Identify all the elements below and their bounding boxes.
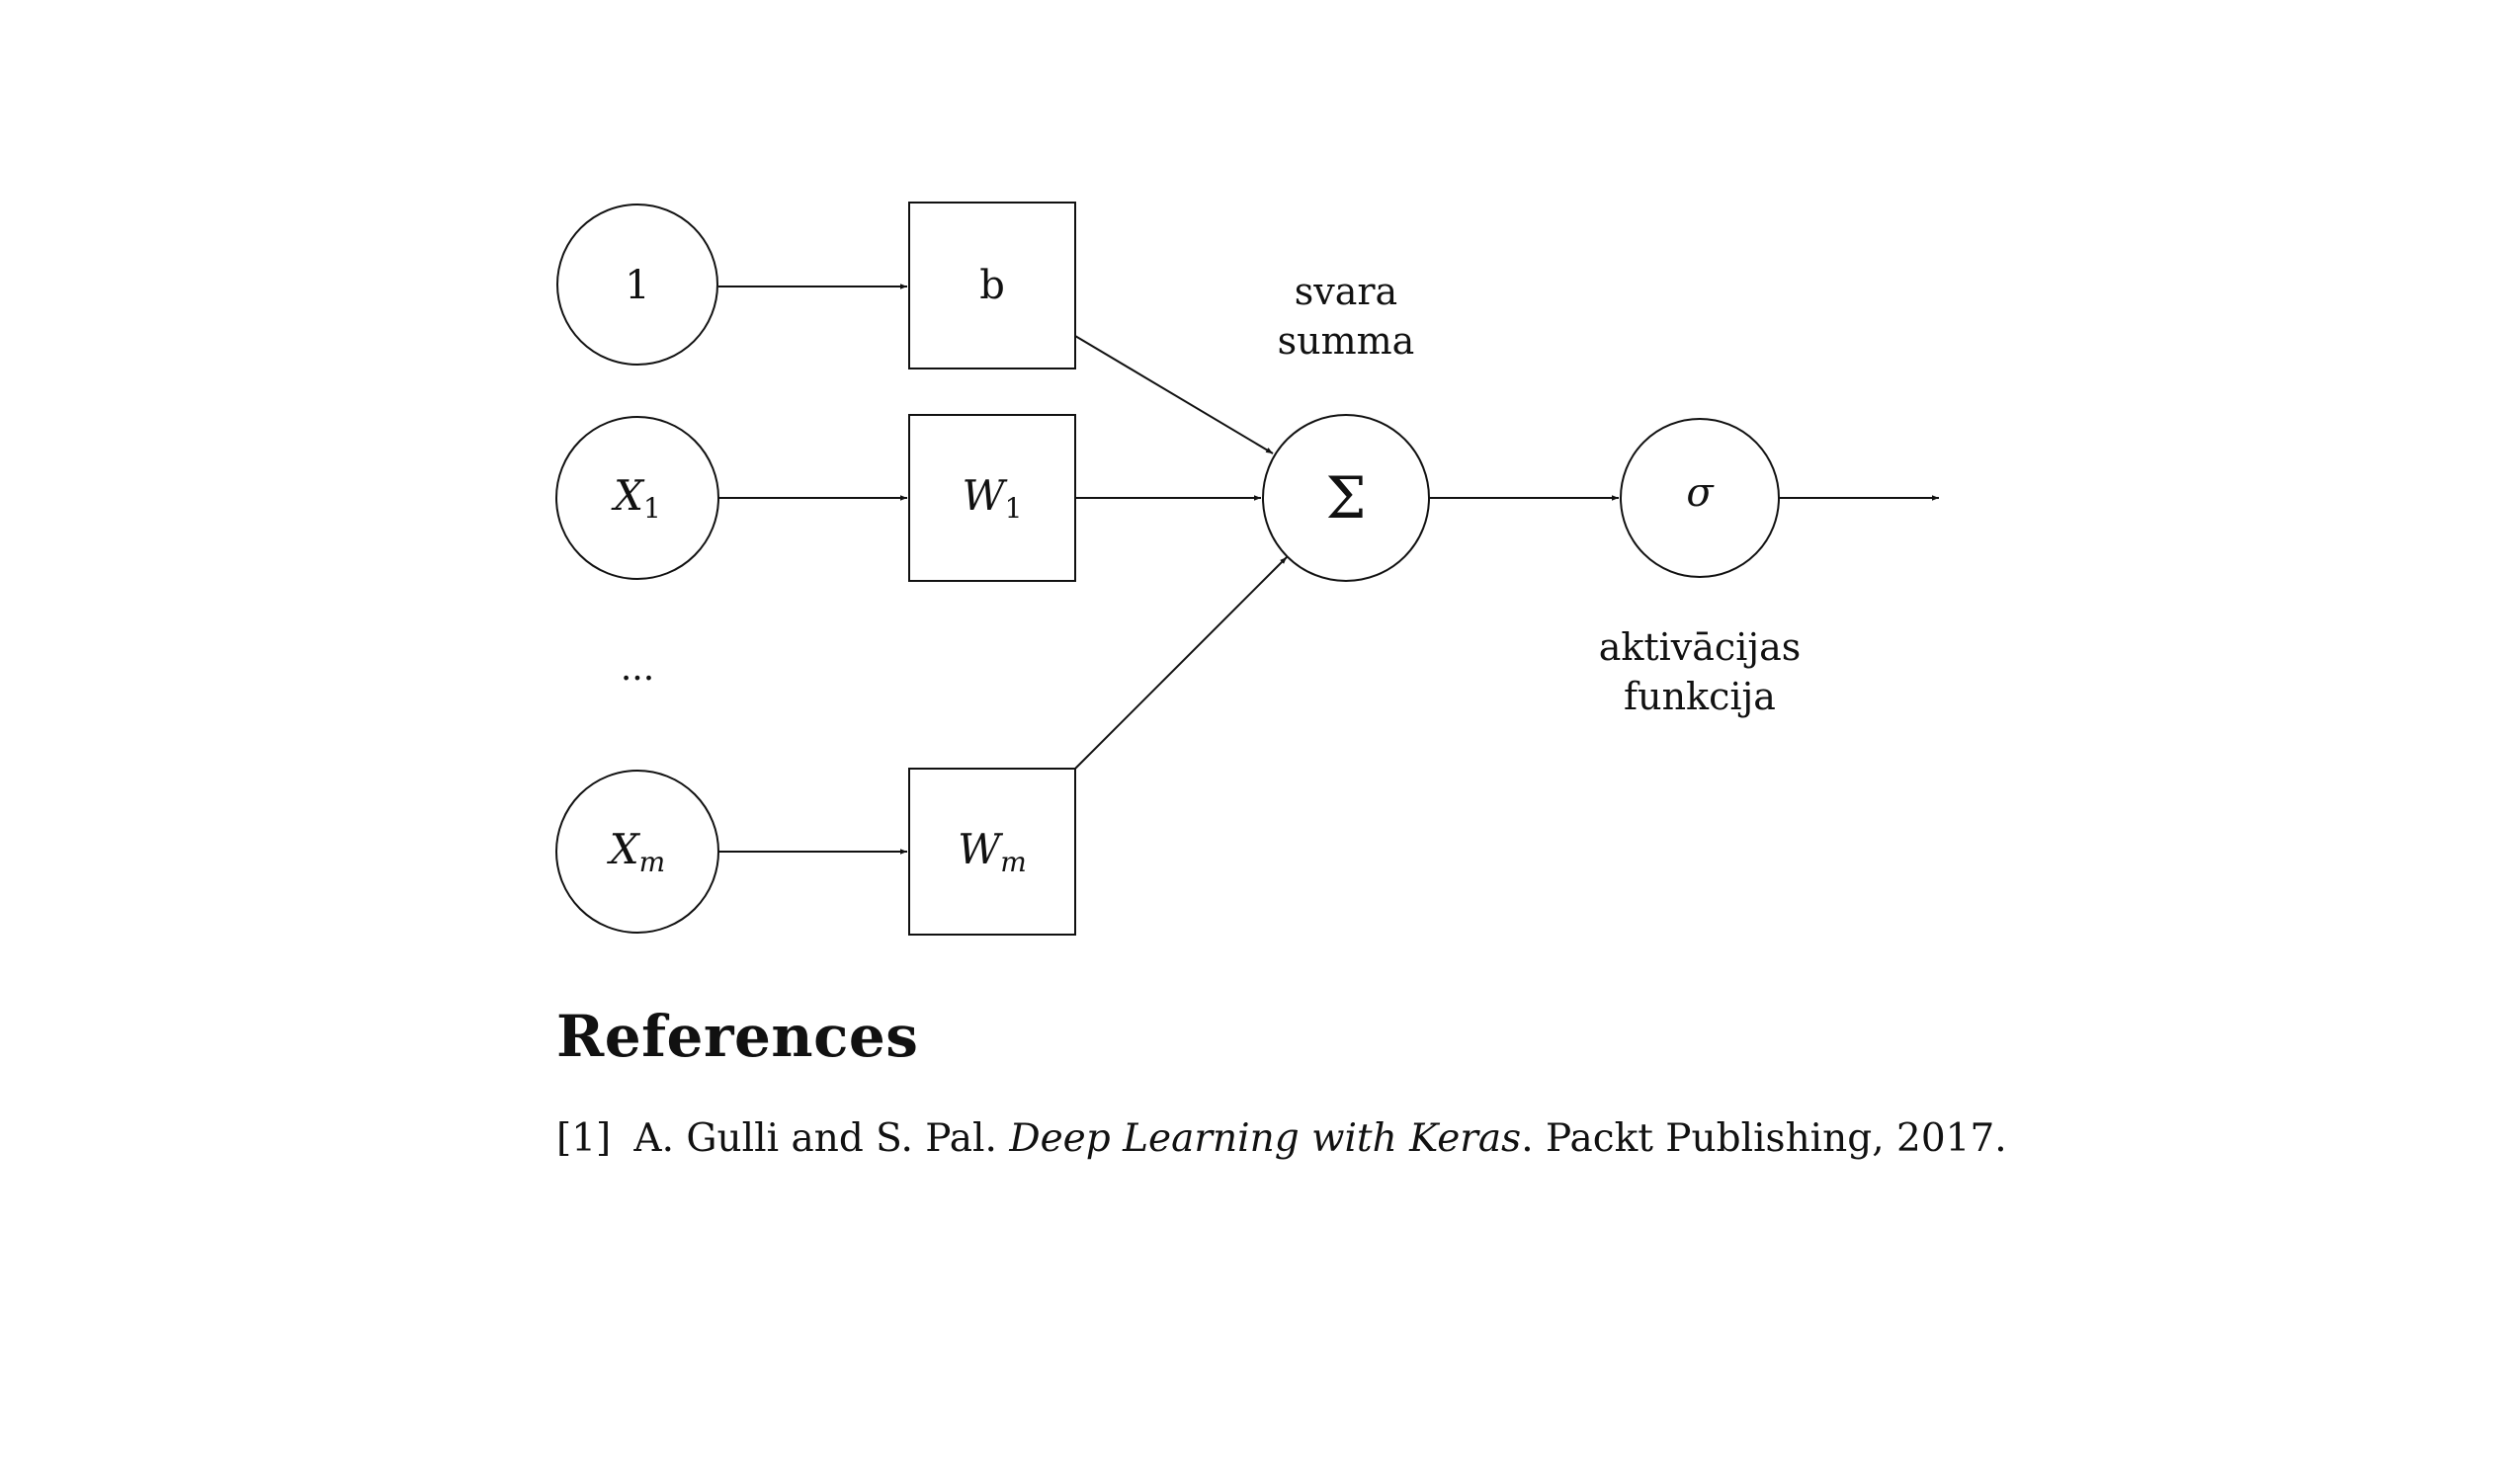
sum-symbol: Σ: [1325, 464, 1366, 532]
activation-function-label-line2: funkcija: [1624, 675, 1776, 718]
ellipsis-label: ...: [621, 648, 654, 689]
arrow-b-to-sum: [1074, 335, 1274, 454]
xm-label: Xm: [607, 825, 665, 878]
reference-publisher: Packt Publishing, 2017.: [1546, 1116, 2007, 1161]
wm-label: Wm: [958, 825, 1027, 878]
x1-label: X1: [611, 471, 661, 525]
wm-weight-box: [908, 768, 1076, 936]
activation-function-label-line1: aktivācijas: [1599, 625, 1802, 669]
reference-title: Deep Learning with Keras: [1009, 1116, 1522, 1161]
neuron-diagram: 1 b X1 W1 ... Xm Wm Σ σ svara summa akti…: [555, 202, 1939, 936]
weighted-sum-label-line2: summa: [1278, 319, 1415, 363]
bias-input-label: 1: [625, 263, 649, 308]
reference-authors: A. Gulli and S. Pal.: [633, 1116, 997, 1161]
w1-label: W1: [963, 471, 1023, 525]
references-heading: References: [556, 1003, 919, 1070]
reference-number: [1]: [556, 1116, 612, 1161]
reference-item: [1] A. Gulli and S. Pal. Deep Learning w…: [556, 1116, 2007, 1161]
references-section: References [1] A. Gulli and S. Pal. Deep…: [556, 1003, 2236, 1161]
arrow-wm-to-sum: [1074, 556, 1288, 770]
bias-input-node: [556, 204, 718, 366]
bias-weight-label: b: [979, 263, 1005, 308]
bias-weight-box: [908, 202, 1076, 369]
sigma-symbol: σ: [1686, 470, 1715, 516]
reference-title-period: .: [1521, 1116, 1534, 1161]
weighted-sum-label-line1: svara: [1295, 270, 1397, 313]
